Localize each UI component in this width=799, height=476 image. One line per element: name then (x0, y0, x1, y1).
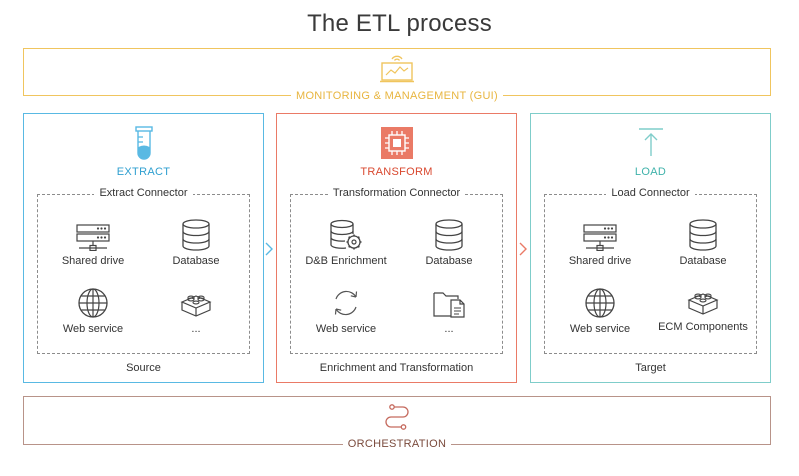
item-label: D&B Enrichment (305, 255, 387, 267)
extract-web-service: Web service (43, 287, 143, 335)
monitor-dashboard-icon (380, 55, 414, 83)
globe-icon (584, 287, 616, 319)
transform-connector-label: Transformation Connector (327, 187, 466, 199)
monitoring-band: MONITORING & MANAGEMENT (GUI) (23, 48, 771, 102)
transform-more: ... (399, 289, 499, 335)
item-label: Shared drive (568, 255, 632, 267)
load-web-service: Web service (550, 287, 650, 335)
load-panel: LOAD Load Connector Shared drive Databas… (530, 113, 771, 383)
orchestration-label: ORCHESTRATION (342, 438, 452, 450)
load-footer: Target (635, 362, 666, 374)
item-label: Web service (62, 323, 124, 335)
transform-database: Database (399, 219, 499, 267)
globe-icon (77, 287, 109, 319)
load-shared-drive: Shared drive (550, 223, 650, 267)
upload-arrow-icon (638, 128, 663, 156)
item-label: ... (444, 323, 454, 335)
item-label: ... (191, 323, 201, 335)
workflow-icon (385, 404, 409, 430)
blocks-icon (179, 289, 213, 319)
item-label: Database (425, 255, 473, 267)
beaker-icon (134, 126, 153, 160)
transform-footer: Enrichment and Transformation (319, 362, 474, 374)
extract-connector: Extract Connector Shared drive Database … (37, 187, 250, 354)
extract-title: EXTRACT (116, 166, 171, 178)
extract-footer: Source (126, 362, 161, 374)
load-ecm-components: ECM Components (653, 287, 753, 333)
chevron-right-icon (265, 242, 273, 256)
blocks-icon (686, 287, 720, 317)
refresh-icon (330, 287, 362, 319)
item-label: Database (679, 255, 727, 267)
server-icon (76, 223, 110, 251)
transform-connector: Transformation Connector D&B Enrichment … (290, 187, 503, 354)
transform-web-service: Web service (296, 287, 396, 335)
item-label: Shared drive (61, 255, 125, 267)
database-icon (181, 219, 211, 251)
item-label: Web service (315, 323, 377, 335)
extract-shared-drive: Shared drive (43, 223, 143, 267)
monitoring-label: MONITORING & MANAGEMENT (GUI) (290, 90, 504, 102)
extract-more: ... (146, 289, 246, 335)
extract-database: Database (146, 219, 246, 267)
extract-panel: EXTRACT Extract Connector Shared drive D… (23, 113, 264, 383)
page-title: The ETL process (307, 10, 492, 37)
transform-title: TRANSFORM (360, 166, 433, 178)
server-icon (583, 223, 617, 251)
load-connector: Load Connector Shared drive Database Web… (544, 187, 757, 354)
chip-icon (380, 127, 413, 159)
item-label: ECM Components (658, 321, 748, 333)
item-label: Database (172, 255, 220, 267)
folder-file-icon (432, 289, 466, 319)
load-connector-label: Load Connector (606, 187, 695, 199)
transform-dnb-enrichment: D&B Enrichment (296, 219, 396, 267)
load-database: Database (653, 219, 753, 267)
database-icon (688, 219, 718, 251)
transform-panel: TRANSFORM Transformation Connector D&B E… (276, 113, 517, 383)
database-icon (434, 219, 464, 251)
extract-connector-label: Extract Connector (94, 187, 193, 199)
load-title: LOAD (634, 166, 667, 178)
chevron-right-icon (519, 242, 527, 256)
database-gear-icon (329, 219, 363, 251)
item-label: Web service (569, 323, 631, 335)
orchestration-band: ORCHESTRATION (23, 396, 771, 450)
